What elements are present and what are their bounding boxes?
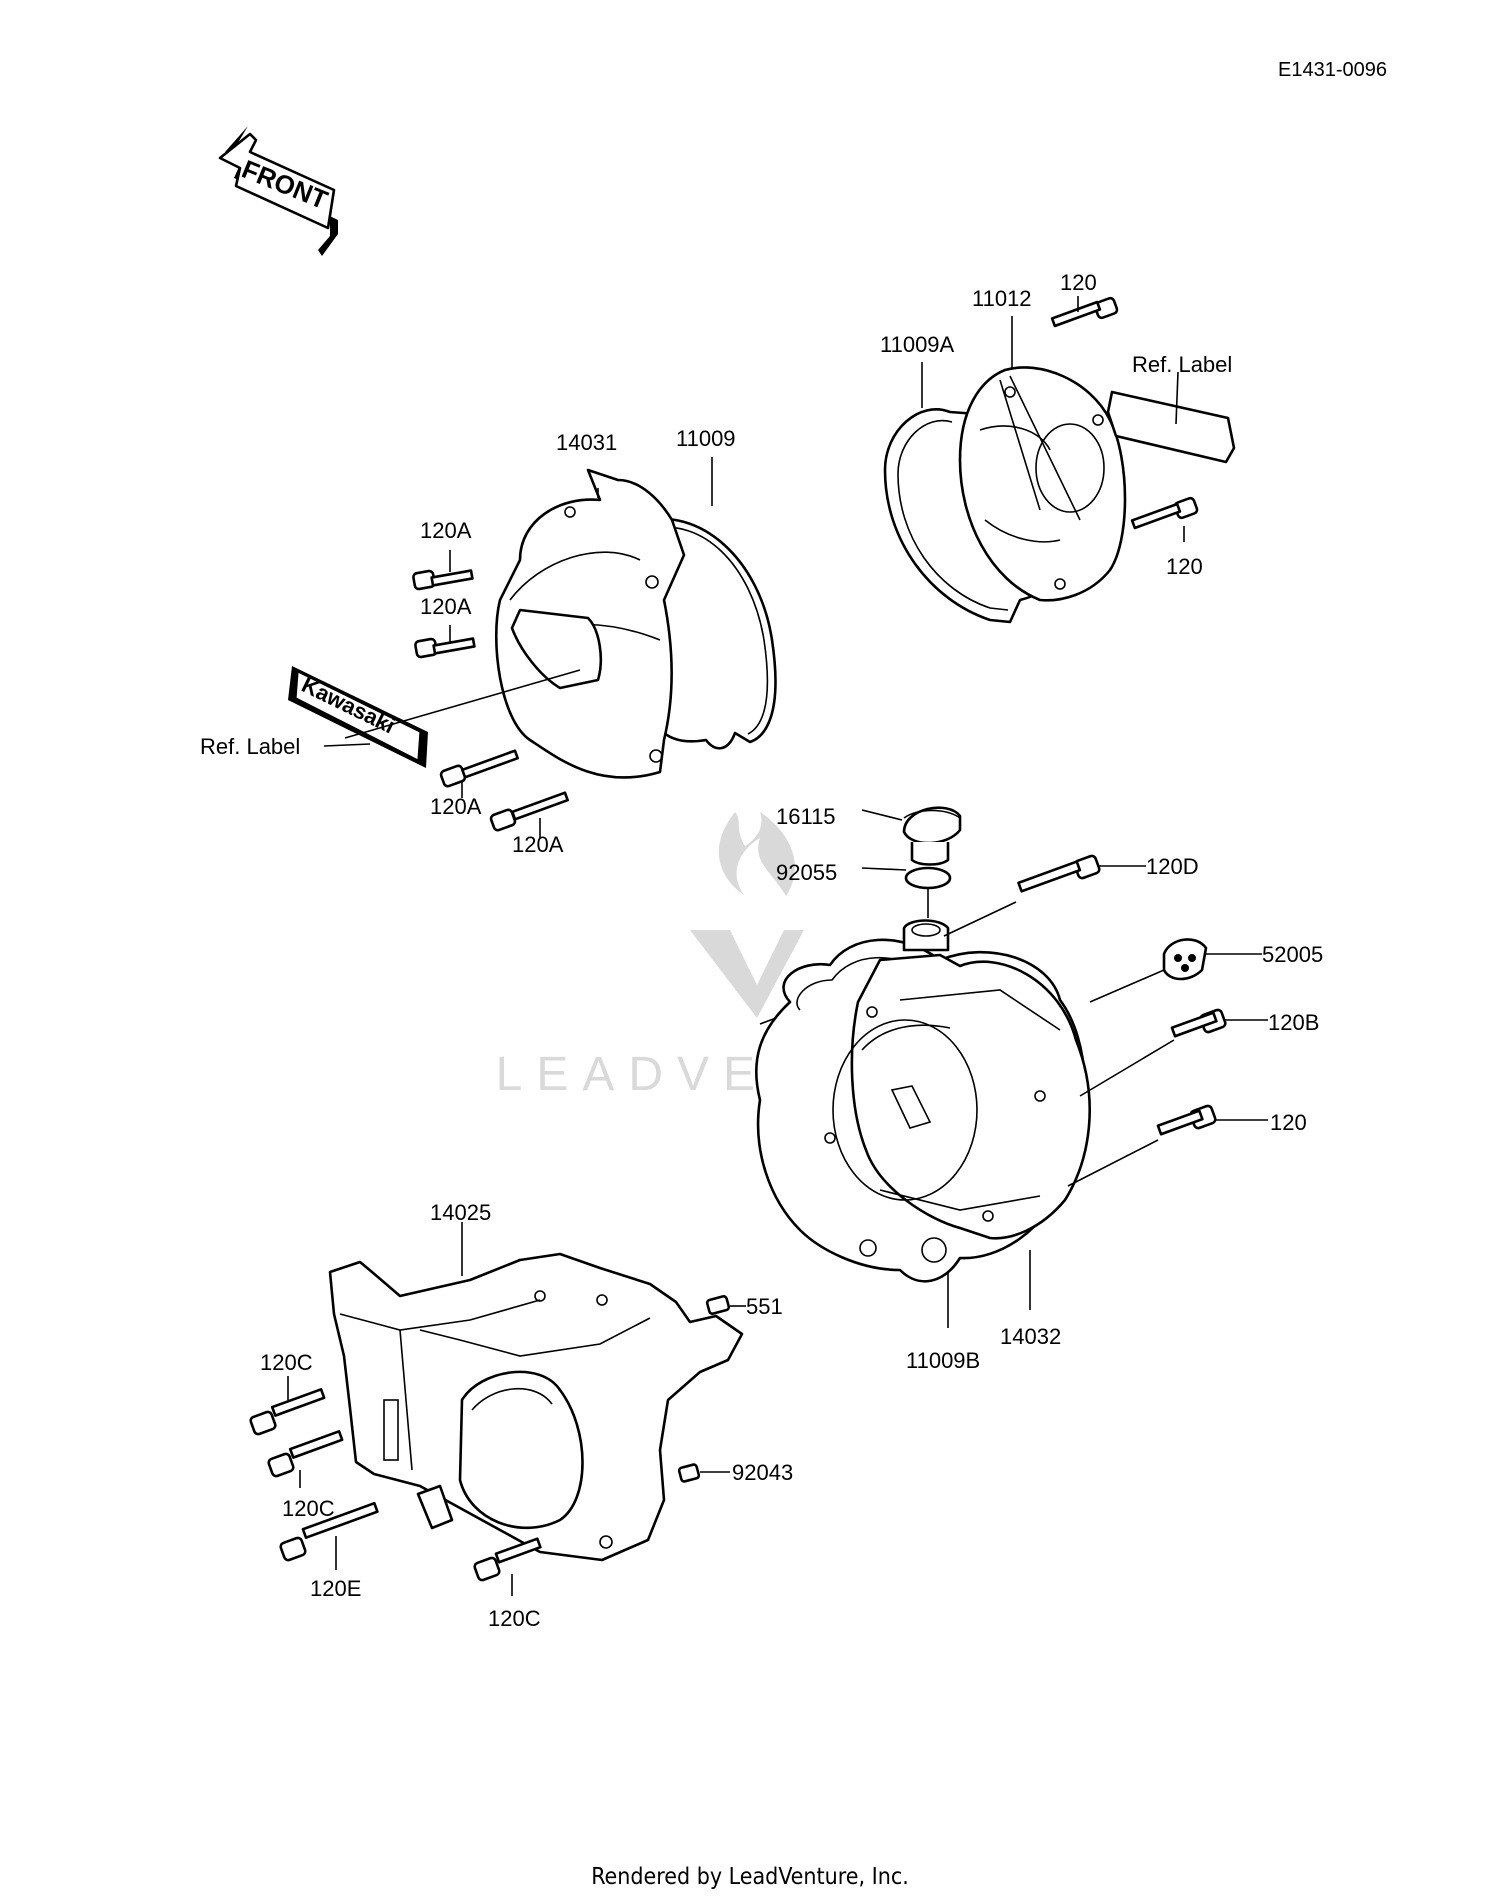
callout-16115: 16115 [776, 804, 836, 829]
oil-filler-cap-16115 [902, 806, 962, 866]
callout-11009A: 11009A [880, 332, 955, 357]
watermark-flame-icon [718, 812, 795, 896]
callout-120D: 120D [1146, 854, 1199, 879]
bolt-120B [1170, 1008, 1227, 1038]
callout-120A-3: 120A [430, 794, 482, 819]
bolt-120E [279, 1501, 379, 1562]
diagram-code: E1431-0096 [1278, 59, 1387, 81]
callout-11009: 11009 [676, 426, 736, 451]
bolt-120C-3 [473, 1537, 542, 1582]
bolt-120A-2 [414, 637, 476, 659]
ref-label-plate [1106, 390, 1236, 464]
callout-120A-1: 120A [420, 518, 472, 543]
callout-120C-2: 120C [282, 1496, 335, 1521]
callout-11012: 11012 [972, 286, 1032, 311]
cover-window [510, 608, 603, 690]
oil-gauge-52005 [1162, 938, 1208, 981]
callout-92055: 92055 [776, 860, 837, 885]
callout-52005: 52005 [1262, 942, 1323, 967]
bolt-120A-4 [489, 791, 569, 832]
callout-120C-3: 120C [488, 1606, 541, 1631]
callout-92043: 92043 [732, 1460, 793, 1485]
callout-ref-label-right: Ref. Label [1132, 352, 1232, 377]
callout-120-right: 120 [1270, 1110, 1307, 1135]
callout-120B: 120B [1268, 1010, 1319, 1035]
callout-120E: 120E [310, 1576, 361, 1601]
callout-120A-2: 120A [420, 594, 472, 619]
callout-11009B: 11009B [906, 1348, 980, 1373]
watermark-v-icon [690, 930, 804, 1018]
bolt-120A-1 [412, 569, 474, 591]
callout-14032: 14032 [1000, 1324, 1061, 1349]
callout-120-top: 120 [1060, 270, 1097, 295]
callout-551: 551 [746, 1294, 783, 1319]
bolt-120C-2 [267, 1430, 344, 1478]
callout-120C-1: 120C [260, 1350, 313, 1375]
o-ring-92055 [904, 866, 952, 890]
bolt-120-mid [1130, 496, 1199, 530]
bolt-120-right [1156, 1104, 1217, 1136]
bolt-120A-3 [439, 749, 519, 788]
bolt-120-top [1050, 296, 1119, 328]
dowel-551 [705, 1295, 731, 1315]
callout-120A-4: 120A [512, 832, 564, 857]
callout-14031: 14031 [556, 430, 617, 455]
generator-cover-assembly [494, 468, 777, 779]
bolt-120C-1 [249, 1388, 326, 1436]
sprocket-cover-14025 [328, 1252, 744, 1562]
dowel-92043 [677, 1463, 701, 1483]
callout-14025: 14025 [430, 1200, 491, 1225]
callout-ref-label-left: Ref. Label [200, 734, 300, 759]
kawasaki-emblem: Kawasaki [288, 666, 428, 768]
bolt-120D [1017, 854, 1101, 893]
clutch-cover-assembly [754, 919, 1091, 1283]
footer-credit: Rendered by LeadVenture, Inc. [591, 1864, 909, 1890]
cover-11012-assembly [883, 366, 1127, 624]
callout-120-mid: 120 [1166, 554, 1203, 579]
front-arrow-icon: FRONT [218, 126, 338, 256]
